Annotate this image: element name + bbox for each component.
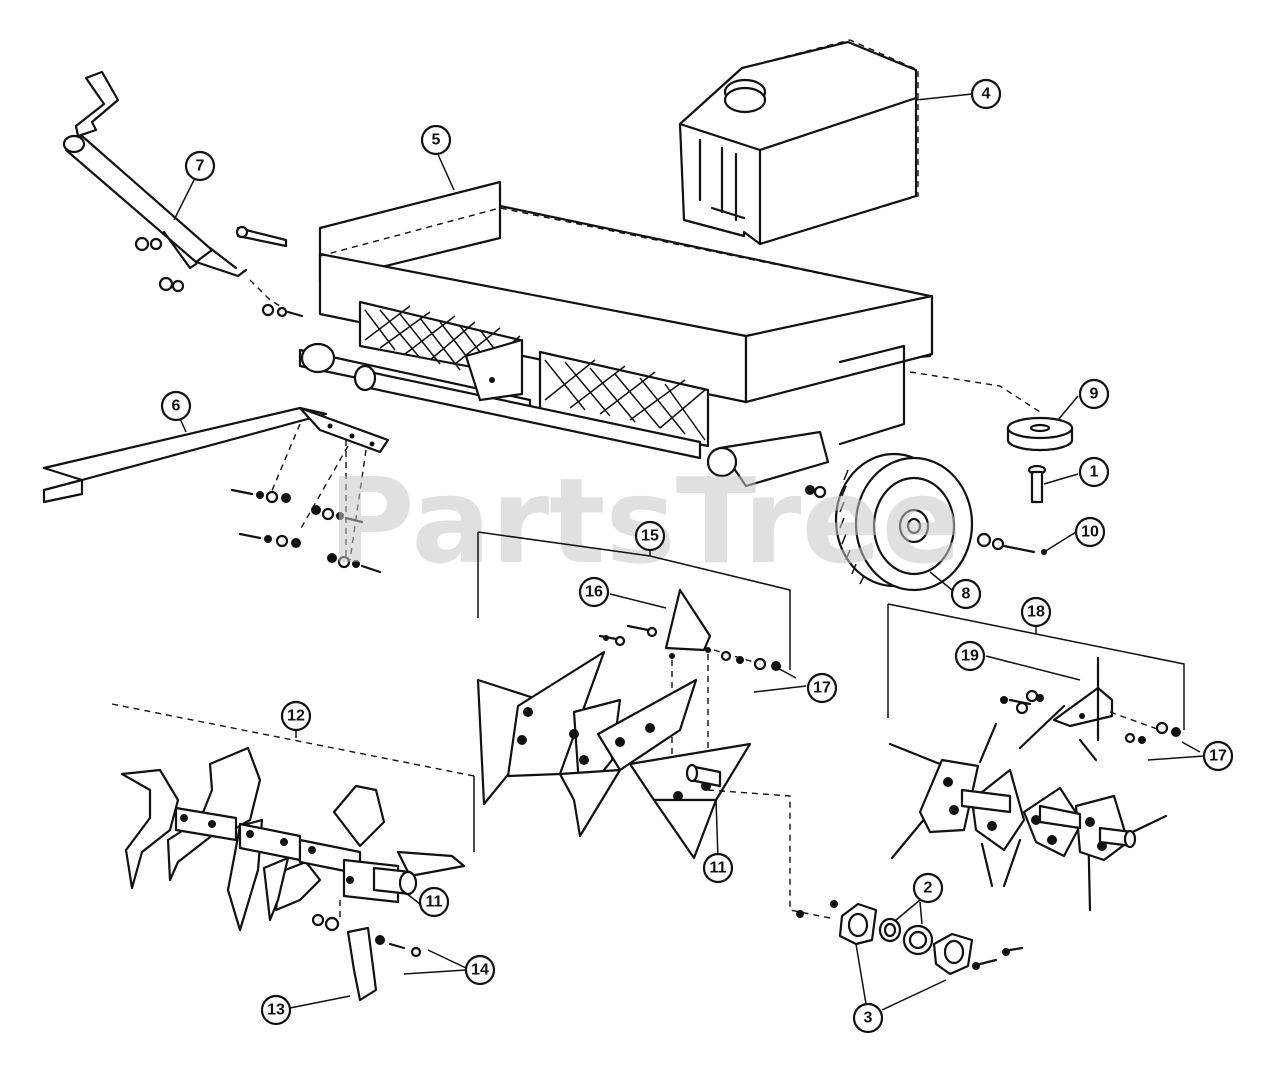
tow-bar-hardware — [230, 488, 382, 574]
bearing-hardware — [707, 789, 1024, 976]
callout-18: 18 — [1020, 596, 1052, 628]
slicing-tine-assembly — [111, 703, 475, 1002]
bolt-part — [1027, 464, 1047, 504]
callout-14: 14 — [464, 954, 496, 986]
axle-bolt-part — [976, 532, 1047, 555]
svg-text:18: 18 — [1027, 604, 1045, 621]
callout-11-slicing: 11 — [418, 886, 450, 918]
svg-text:9: 9 — [1090, 386, 1099, 403]
svg-text:6: 6 — [172, 398, 181, 415]
callout-3: 3 — [852, 1002, 884, 1034]
callout-15: 15 — [634, 520, 666, 552]
svg-text:5: 5 — [432, 132, 441, 149]
tray-part — [298, 180, 934, 488]
callout-6: 6 — [160, 390, 192, 422]
callout-1: 1 — [1078, 456, 1110, 488]
svg-text:14: 14 — [471, 962, 489, 979]
callout-8: 8 — [950, 578, 982, 610]
star-tine-assembly — [887, 603, 1185, 912]
callout-17-spike: 17 — [806, 672, 838, 704]
spacer-part — [909, 371, 1074, 452]
callout-5: 5 — [420, 124, 452, 156]
svg-text:2: 2 — [924, 880, 933, 897]
svg-text:15: 15 — [641, 528, 659, 545]
svg-text:3: 3 — [864, 1010, 873, 1027]
tow-bar-part — [42, 406, 390, 574]
handle-part — [62, 70, 304, 318]
callout-7: 7 — [184, 150, 216, 182]
svg-text:1: 1 — [1090, 464, 1099, 481]
callout-19: 19 — [954, 640, 986, 672]
callout-10: 10 — [1074, 516, 1106, 548]
callout-16: 16 — [578, 576, 610, 608]
svg-text:12: 12 — [287, 708, 305, 725]
watermark-text: PartsTree — [328, 452, 962, 590]
callout-17-star: 17 — [1202, 740, 1234, 772]
svg-text:13: 13 — [267, 1002, 285, 1019]
svg-text:8: 8 — [962, 586, 971, 603]
tank-part — [678, 39, 919, 246]
callout-2: 2 — [912, 872, 944, 904]
svg-text:17: 17 — [813, 680, 831, 697]
mesh-grate-right — [538, 350, 710, 448]
spike-tine-assembly — [476, 531, 791, 860]
svg-text:11: 11 — [426, 894, 443, 911]
callout-4: 4 — [970, 78, 1002, 110]
callout-13: 13 — [260, 994, 292, 1026]
callout-12: 12 — [280, 700, 312, 732]
svg-text:16: 16 — [585, 584, 603, 601]
callout-11-spike: 11 — [702, 852, 734, 884]
callout-9: 9 — [1078, 378, 1110, 410]
svg-text:7: 7 — [196, 158, 205, 175]
svg-text:19: 19 — [961, 648, 979, 665]
svg-text:4: 4 — [982, 86, 991, 103]
svg-text:11: 11 — [710, 860, 727, 877]
svg-text:10: 10 — [1081, 524, 1099, 541]
svg-text:17: 17 — [1209, 748, 1227, 765]
wheel-part — [805, 452, 974, 592]
